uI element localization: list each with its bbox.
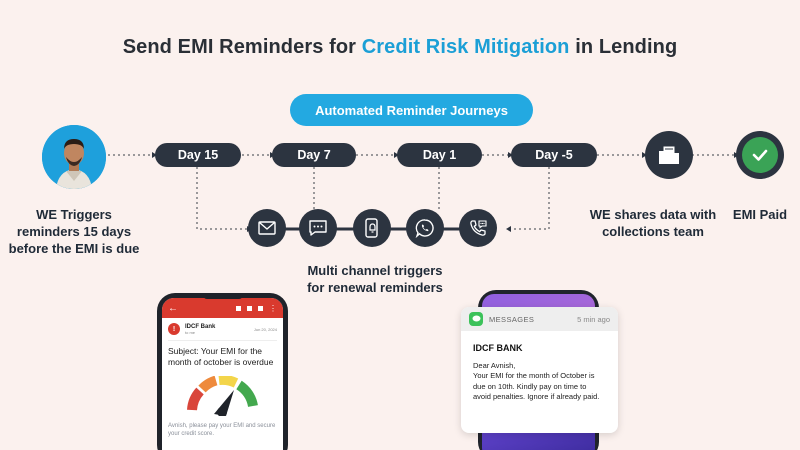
messages-app-icon bbox=[469, 312, 483, 326]
phone-notch bbox=[203, 293, 243, 299]
journey-label: Automated Reminder Journeys bbox=[290, 94, 533, 126]
customer-avatar bbox=[42, 125, 106, 189]
credit-score-gauge bbox=[186, 376, 258, 416]
channels-caption: Multi channel triggers for renewal remin… bbox=[307, 263, 443, 295]
delete-icon[interactable] bbox=[247, 305, 252, 311]
email-sender: IDCF Bank bbox=[185, 323, 216, 330]
emi-paid-node bbox=[736, 131, 784, 179]
emi-paid-caption: EMI Paid bbox=[732, 207, 788, 222]
day-15-pill: Day 15 bbox=[155, 143, 241, 167]
email-time: Jun 20, 2024 bbox=[253, 326, 277, 332]
sender-avatar: ! bbox=[168, 323, 180, 335]
push-notification-icon bbox=[353, 209, 391, 247]
day-7-pill: Day 7 bbox=[272, 143, 356, 167]
email-app-bar: ← ⋮ bbox=[162, 298, 283, 318]
page-title: Send EMI Reminders for Credit Risk Mitig… bbox=[122, 36, 678, 58]
back-arrow-icon[interactable]: ← bbox=[168, 302, 178, 314]
chat-icon bbox=[299, 209, 337, 247]
more-icon[interactable]: ⋮ bbox=[269, 303, 277, 313]
email-sender-row: ! IDCF Bank to me Jun 20, 2024 bbox=[162, 318, 283, 340]
email-icon bbox=[248, 209, 286, 247]
sms-notification-card[interactable]: MESSAGES 5 min ago IDCF BANK Dear Avnish… bbox=[461, 307, 618, 433]
folder-icon bbox=[659, 145, 679, 164]
sms-body: Your EMI for the month of October is due… bbox=[473, 371, 600, 401]
sms-notification-header: MESSAGES 5 min ago bbox=[461, 307, 618, 331]
day-1-pill: Day 1 bbox=[397, 143, 482, 167]
sms-greeting: Dear Avnish, bbox=[473, 361, 516, 370]
day-minus-5-pill: Day -5 bbox=[511, 143, 597, 167]
email-subject: Subject: Your EMI for the month of octob… bbox=[168, 346, 274, 367]
sms-sender: IDCF BANK bbox=[473, 343, 523, 353]
left-caption: WE Triggers reminders 15 days before the… bbox=[8, 207, 140, 256]
sms-app-name: MESSAGES bbox=[489, 314, 535, 324]
mail-icon[interactable] bbox=[258, 305, 263, 311]
email-phone-mockup: ← ⋮ ! IDCF Bank to me Jun 20, 2024 Subje… bbox=[157, 293, 288, 450]
archive-icon[interactable] bbox=[236, 305, 241, 311]
share-data-node bbox=[645, 131, 693, 179]
share-data-caption: WE shares data with collections team bbox=[589, 207, 717, 239]
check-icon bbox=[742, 137, 778, 173]
sms-time: 5 min ago bbox=[577, 314, 610, 324]
call-icon bbox=[459, 209, 497, 247]
whatsapp-icon bbox=[406, 209, 444, 247]
email-body: Avnish, please pay your EMI and secure y… bbox=[168, 423, 276, 437]
